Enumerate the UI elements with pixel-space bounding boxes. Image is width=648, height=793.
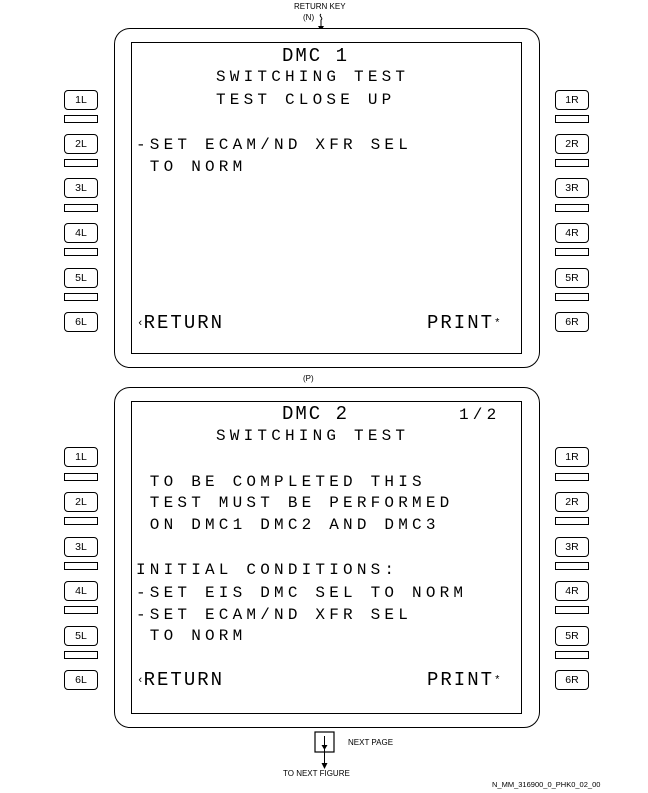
next-page-key-icon[interactable] xyxy=(314,731,338,771)
lsk-slot xyxy=(64,115,98,123)
lsk-slot xyxy=(64,562,98,570)
page1-return-prompt[interactable]: ‹RETURN xyxy=(137,314,224,333)
lsk-slot xyxy=(555,248,589,256)
lsk-1l-top[interactable]: 1L xyxy=(64,90,98,110)
next-page-label: NEXT PAGE xyxy=(348,738,394,747)
page2-line7: -SET EIS DMC SEL TO NORM xyxy=(136,584,468,602)
lsk-slot xyxy=(555,651,589,659)
lsk-6l-bottom[interactable]: 6L xyxy=(64,670,98,690)
lsk-2l-bottom[interactable]: 2L xyxy=(64,492,98,512)
lsk-6r-top[interactable]: 6R xyxy=(555,312,589,332)
page2-line3: TO BE COMPLETED THIS xyxy=(136,473,426,491)
lsk-2r-top[interactable]: 2R xyxy=(555,134,589,154)
lsk-slot xyxy=(64,204,98,212)
lsk-slot xyxy=(64,248,98,256)
lsk-1l-bottom[interactable]: 1L xyxy=(64,447,98,467)
page2-line5: ON DMC1 DMC2 AND DMC3 xyxy=(136,516,440,534)
page2-line6: INITIAL CONDITIONS: xyxy=(136,561,399,579)
lsk-slot xyxy=(555,159,589,167)
page2-line9: TO NORM xyxy=(136,627,247,645)
page2-return-prompt[interactable]: ‹RETURN xyxy=(137,671,224,690)
lsk-5l-top[interactable]: 5L xyxy=(64,268,98,288)
page2-line4: TEST MUST BE PERFORMED xyxy=(136,494,454,512)
lsk-1r-bottom[interactable]: 1R xyxy=(555,447,589,467)
page1-return-label: RETURN xyxy=(143,312,225,334)
page2-print-prompt[interactable]: PRINT* xyxy=(427,671,501,690)
return-key-ref: (N) xyxy=(303,13,315,22)
lsk-4r-bottom[interactable]: 4R xyxy=(555,581,589,601)
mcdu-bezel-bottom xyxy=(114,387,540,728)
lsk-3r-top[interactable]: 3R xyxy=(555,178,589,198)
lsk-5r-bottom[interactable]: 5R xyxy=(555,626,589,646)
page1-title: DMC 1 xyxy=(282,45,350,67)
lsk-5r-top[interactable]: 5R xyxy=(555,268,589,288)
page2-page-indicator: 1/2 xyxy=(459,406,501,424)
page1-line3: TEST CLOSE UP xyxy=(216,91,396,109)
page2-print-label: PRINT xyxy=(427,669,495,691)
lsk-4r-top[interactable]: 4R xyxy=(555,223,589,243)
between-ref: (P) xyxy=(303,374,314,383)
page1-line4: -SET ECAM/ND XFR SEL xyxy=(136,136,413,154)
mcdu-screen-bottom xyxy=(131,401,522,714)
to-next-figure-label: TO NEXT FIGURE xyxy=(283,769,350,778)
page2-line8: -SET ECAM/ND XFR SEL xyxy=(136,606,413,624)
lsk-slot xyxy=(555,293,589,301)
lsk-6l-top[interactable]: 6L xyxy=(64,312,98,332)
lsk-1r-top[interactable]: 1R xyxy=(555,90,589,110)
lsk-6r-bottom[interactable]: 6R xyxy=(555,670,589,690)
lsk-slot xyxy=(555,517,589,525)
page2-title: DMC 2 xyxy=(282,403,350,425)
page1-line5: TO NORM xyxy=(136,158,247,176)
page2-line2: SWITCHING TEST xyxy=(216,427,410,445)
lsk-slot xyxy=(64,651,98,659)
lsk-slot xyxy=(64,517,98,525)
lsk-3l-top[interactable]: 3L xyxy=(64,178,98,198)
lsk-slot xyxy=(555,204,589,212)
lsk-2r-bottom[interactable]: 2R xyxy=(555,492,589,512)
page1-line2: SWITCHING TEST xyxy=(216,68,410,86)
page2-return-label: RETURN xyxy=(143,669,225,691)
lsk-4l-top[interactable]: 4L xyxy=(64,223,98,243)
lsk-slot xyxy=(555,606,589,614)
lsk-3l-bottom[interactable]: 3L xyxy=(64,537,98,557)
lsk-slot xyxy=(64,606,98,614)
lsk-slot xyxy=(555,562,589,570)
lsk-slot xyxy=(64,293,98,301)
print-star-icon: * xyxy=(494,675,501,687)
lsk-3r-bottom[interactable]: 3R xyxy=(555,537,589,557)
page1-print-label: PRINT xyxy=(427,312,495,334)
lsk-slot xyxy=(64,159,98,167)
return-arrow-icon: ‹ xyxy=(137,318,144,330)
mcdu-bezel-top xyxy=(114,28,540,368)
lsk-4l-bottom[interactable]: 4L xyxy=(64,581,98,601)
return-arrow-icon: ‹ xyxy=(137,675,144,687)
lsk-slot xyxy=(555,115,589,123)
lsk-5l-bottom[interactable]: 5L xyxy=(64,626,98,646)
return-key-label: RETURN KEY xyxy=(294,2,346,11)
print-star-icon: * xyxy=(494,318,501,330)
figure-id: N_MM_316900_0_PHK0_02_00 xyxy=(492,780,601,789)
lsk-2l-top[interactable]: 2L xyxy=(64,134,98,154)
lsk-slot xyxy=(555,473,589,481)
lsk-slot xyxy=(64,473,98,481)
mcdu-screen-top xyxy=(131,42,522,354)
page1-print-prompt[interactable]: PRINT* xyxy=(427,314,501,333)
